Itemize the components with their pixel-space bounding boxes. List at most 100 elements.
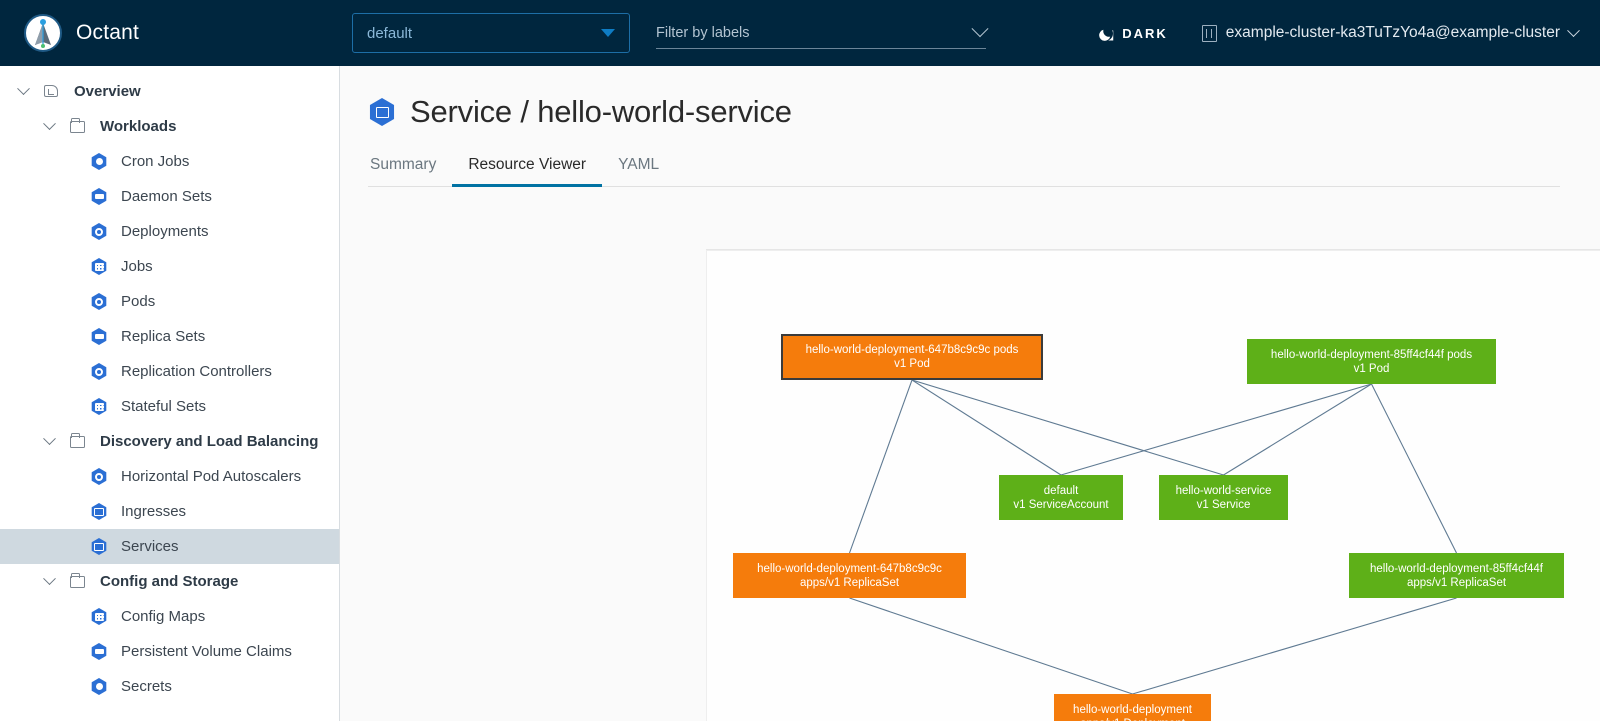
label-filter-placeholder: Filter by labels — [656, 24, 750, 41]
graph-node-kind: v1 Pod — [1353, 362, 1390, 375]
graph-node-title: hello-world-deployment — [1073, 703, 1192, 716]
sidebar-item-config-maps[interactable]: Config Maps — [0, 599, 339, 634]
chevron-down-icon — [42, 117, 56, 131]
expand-toggle[interactable] — [34, 572, 64, 586]
graph-edge — [849, 597, 1133, 695]
sidebar-item-replica-sets[interactable]: Replica Sets — [0, 319, 339, 354]
sidebar-item-deployments[interactable]: Deployments — [0, 214, 339, 249]
graph-node-kind: apps/v1 Deployment — [1080, 717, 1185, 721]
header-right: DARK example-cluster-ka3TuTzYo4a@example… — [1098, 23, 1580, 42]
sidebar-item-stateful-sets[interactable]: Stateful Sets — [0, 389, 339, 424]
sidebar-item-config-and-storage[interactable]: Config and Storage — [0, 564, 339, 599]
sidebar-item-secrets[interactable]: Secrets — [0, 669, 339, 704]
main-content: Service / hello-world-service Summary Res… — [340, 66, 1600, 721]
sidebar-item-label: Replication Controllers — [121, 363, 272, 380]
graph-node-kind: v1 Pod — [894, 358, 930, 370]
label-filter-input[interactable]: Filter by labels — [656, 17, 989, 49]
sidebar-item-horizontal-pod-autoscalers[interactable]: Horizontal Pod Autoscalers — [0, 459, 339, 494]
graph-node-title: hello-world-deployment-85ff4cf44f pods — [1270, 348, 1473, 361]
graph-node-kind: apps/v1 ReplicaSet — [799, 576, 900, 589]
expand-toggle[interactable] — [8, 82, 38, 96]
page-head: Service / hello-world-service Summary Res… — [340, 66, 1600, 187]
sidebar-item-label: Deployments — [121, 223, 209, 240]
graph-node-deploy[interactable]: hello-world-deploymentapps/v1 Deployment — [1054, 694, 1211, 721]
brand-title: Octant — [76, 21, 140, 44]
sidebar-item-label: Ingresses — [121, 503, 187, 520]
cluster-label: example-cluster-ka3TuTzYo4a@example-clus… — [1225, 24, 1560, 41]
overview-icon — [38, 84, 64, 99]
graph-node-title: default — [1043, 484, 1079, 497]
graph-edge — [1060, 383, 1372, 476]
sidebar-item-label: Stateful Sets — [121, 398, 207, 415]
sidebar-item-cron-jobs[interactable]: Cron Jobs — [0, 144, 339, 179]
theme-toggle-button[interactable]: DARK — [1098, 26, 1168, 41]
graph-node-kind: apps/v1 ReplicaSet — [1406, 576, 1507, 589]
tab-summary[interactable]: Summary — [370, 156, 437, 173]
sidebar-item-label: Daemon Sets — [121, 188, 212, 205]
k8s-statefulset-icon — [86, 398, 112, 415]
tab-bar: Summary Resource Viewer YAML — [368, 148, 1560, 187]
tab-yaml[interactable]: YAML — [618, 156, 660, 173]
caret-down-icon — [601, 29, 615, 37]
graph-edge — [1132, 597, 1457, 695]
k8s-cronjob-icon — [86, 153, 112, 170]
page-title: Service / hello-world-service — [368, 94, 1600, 130]
sidebar-item-label: Config Maps — [121, 608, 206, 625]
brand[interactable]: Octant — [24, 14, 334, 52]
sidebar-item-daemon-sets[interactable]: Daemon Sets — [0, 179, 339, 214]
graph-edges — [848, 379, 1457, 695]
sidebar-item-persistent-volume-claims[interactable]: Persistent Volume Claims — [0, 634, 339, 669]
chevron-down-icon — [42, 572, 56, 586]
sidebar-item-pods[interactable]: Pods — [0, 284, 339, 319]
sidebar-item-ingresses[interactable]: Ingresses — [0, 494, 339, 529]
chevron-down-icon — [1567, 23, 1580, 37]
top-header: Octant default Filter by labels DARK exa… — [0, 0, 1600, 66]
folder-icon — [64, 432, 90, 448]
k8s-daemonset-icon — [86, 188, 112, 205]
tab-resource-viewer[interactable]: Resource Viewer — [452, 148, 603, 187]
octant-logo-icon — [24, 14, 62, 52]
sidebar-item-label: Services — [121, 538, 179, 555]
sidebar-item-label: Workloads — [100, 118, 177, 135]
graph-node-kind: v1 ServiceAccount — [1013, 498, 1109, 511]
content-divider — [706, 249, 1600, 250]
graph-edge — [911, 379, 1224, 476]
chevron-down-icon — [16, 82, 30, 96]
sidebar-item-label: Overview — [74, 83, 141, 100]
sidebar-item-replication-controllers[interactable]: Replication Controllers — [0, 354, 339, 389]
sidebar-item-discovery-and-load-balancing[interactable]: Discovery and Load Balancing — [0, 424, 339, 459]
cluster-selector[interactable]: example-cluster-ka3TuTzYo4a@example-clus… — [1201, 23, 1580, 42]
sidebar-item-label: Pods — [121, 293, 156, 310]
expand-toggle[interactable] — [34, 117, 64, 131]
sidebar-item-services[interactable]: Services — [0, 529, 339, 564]
sidebar-item-label: Secrets — [121, 678, 172, 695]
moon-icon — [1098, 26, 1113, 41]
sidebar-item-label: Cron Jobs — [121, 153, 190, 170]
k8s-replicationcontroller-icon — [86, 363, 112, 380]
sidebar-item-overview[interactable]: Overview — [0, 74, 339, 109]
sidebar-item-workloads[interactable]: Workloads — [0, 109, 339, 144]
cluster-icon — [1201, 24, 1217, 42]
k8s-secret-icon — [86, 678, 112, 695]
chevron-down-icon — [42, 432, 56, 446]
graph-edge — [911, 379, 1062, 476]
expand-toggle[interactable] — [34, 432, 64, 446]
theme-toggle-label: DARK — [1122, 25, 1168, 41]
k8s-pvc-icon — [86, 643, 112, 660]
folder-icon — [64, 572, 90, 588]
namespace-selector[interactable]: default — [352, 13, 630, 53]
k8s-service-icon — [86, 538, 112, 555]
sidebar-item-jobs[interactable]: Jobs — [0, 249, 339, 284]
sidebar-item-label: Config and Storage — [100, 573, 239, 590]
